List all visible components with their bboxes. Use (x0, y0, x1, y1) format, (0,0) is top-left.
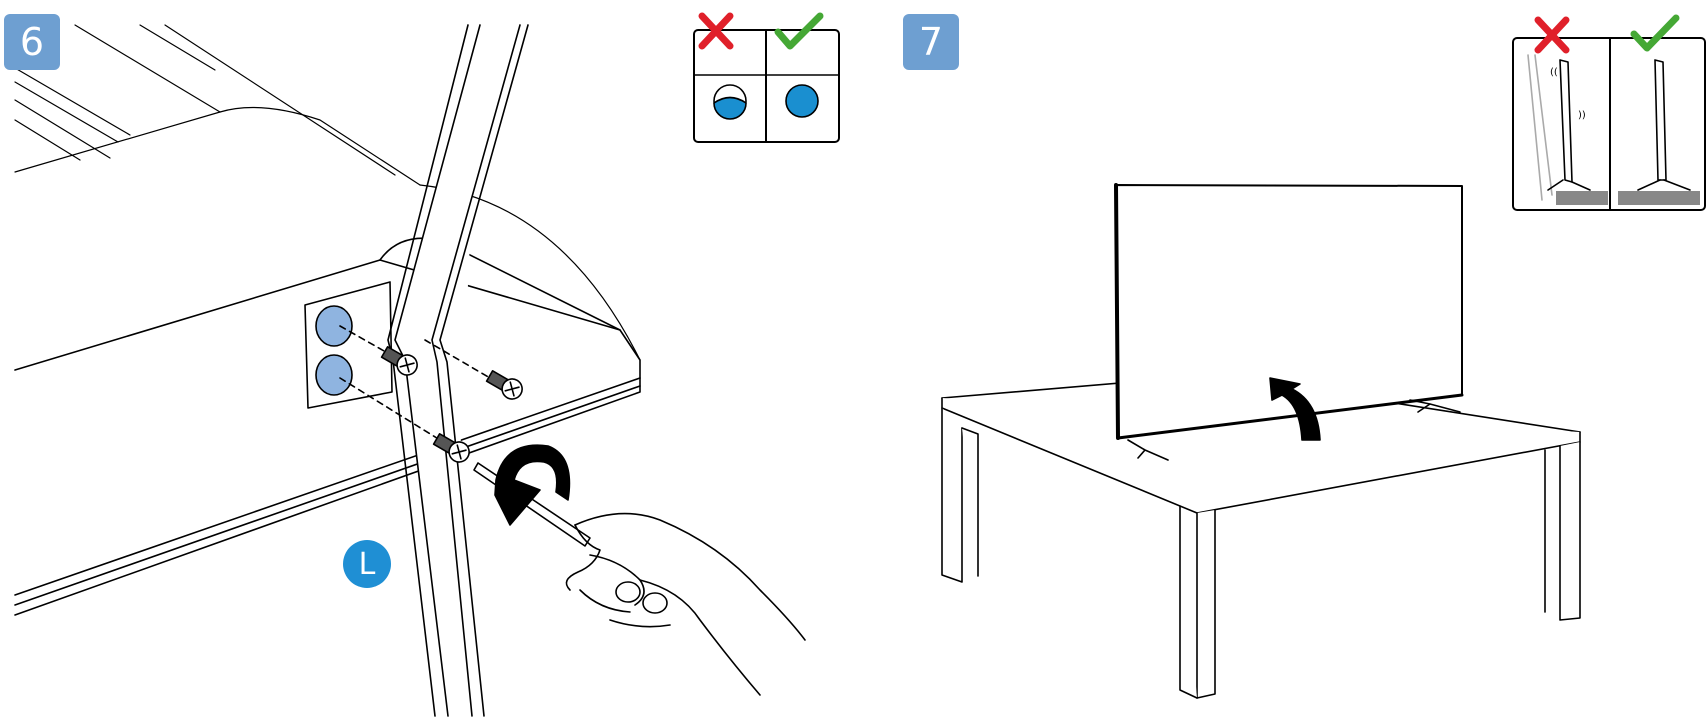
table (942, 375, 1580, 698)
screw-hole-upper (316, 306, 352, 346)
step-number-badge: 6 (4, 14, 60, 70)
upright-check-inset: (( )) (1513, 18, 1705, 210)
screw-hole-lower (316, 355, 352, 395)
hole-alignment-inset (694, 16, 839, 142)
misaligned-hole (714, 85, 746, 119)
step-number-badge: 7 (903, 14, 959, 70)
tv-body (15, 238, 640, 615)
aligned-hole (786, 85, 818, 117)
screw-mount-plate (305, 282, 392, 408)
svg-text:)): )) (1578, 110, 1586, 121)
side-label-callout: L (343, 540, 391, 588)
step6-illustration (15, 16, 839, 716)
step7-illustration: (( )) (942, 18, 1705, 698)
hand-icon (566, 514, 805, 695)
screwdriver-icon (474, 463, 590, 546)
svg-text:((: (( (1550, 67, 1558, 78)
rotate-arrow-icon (495, 445, 569, 525)
